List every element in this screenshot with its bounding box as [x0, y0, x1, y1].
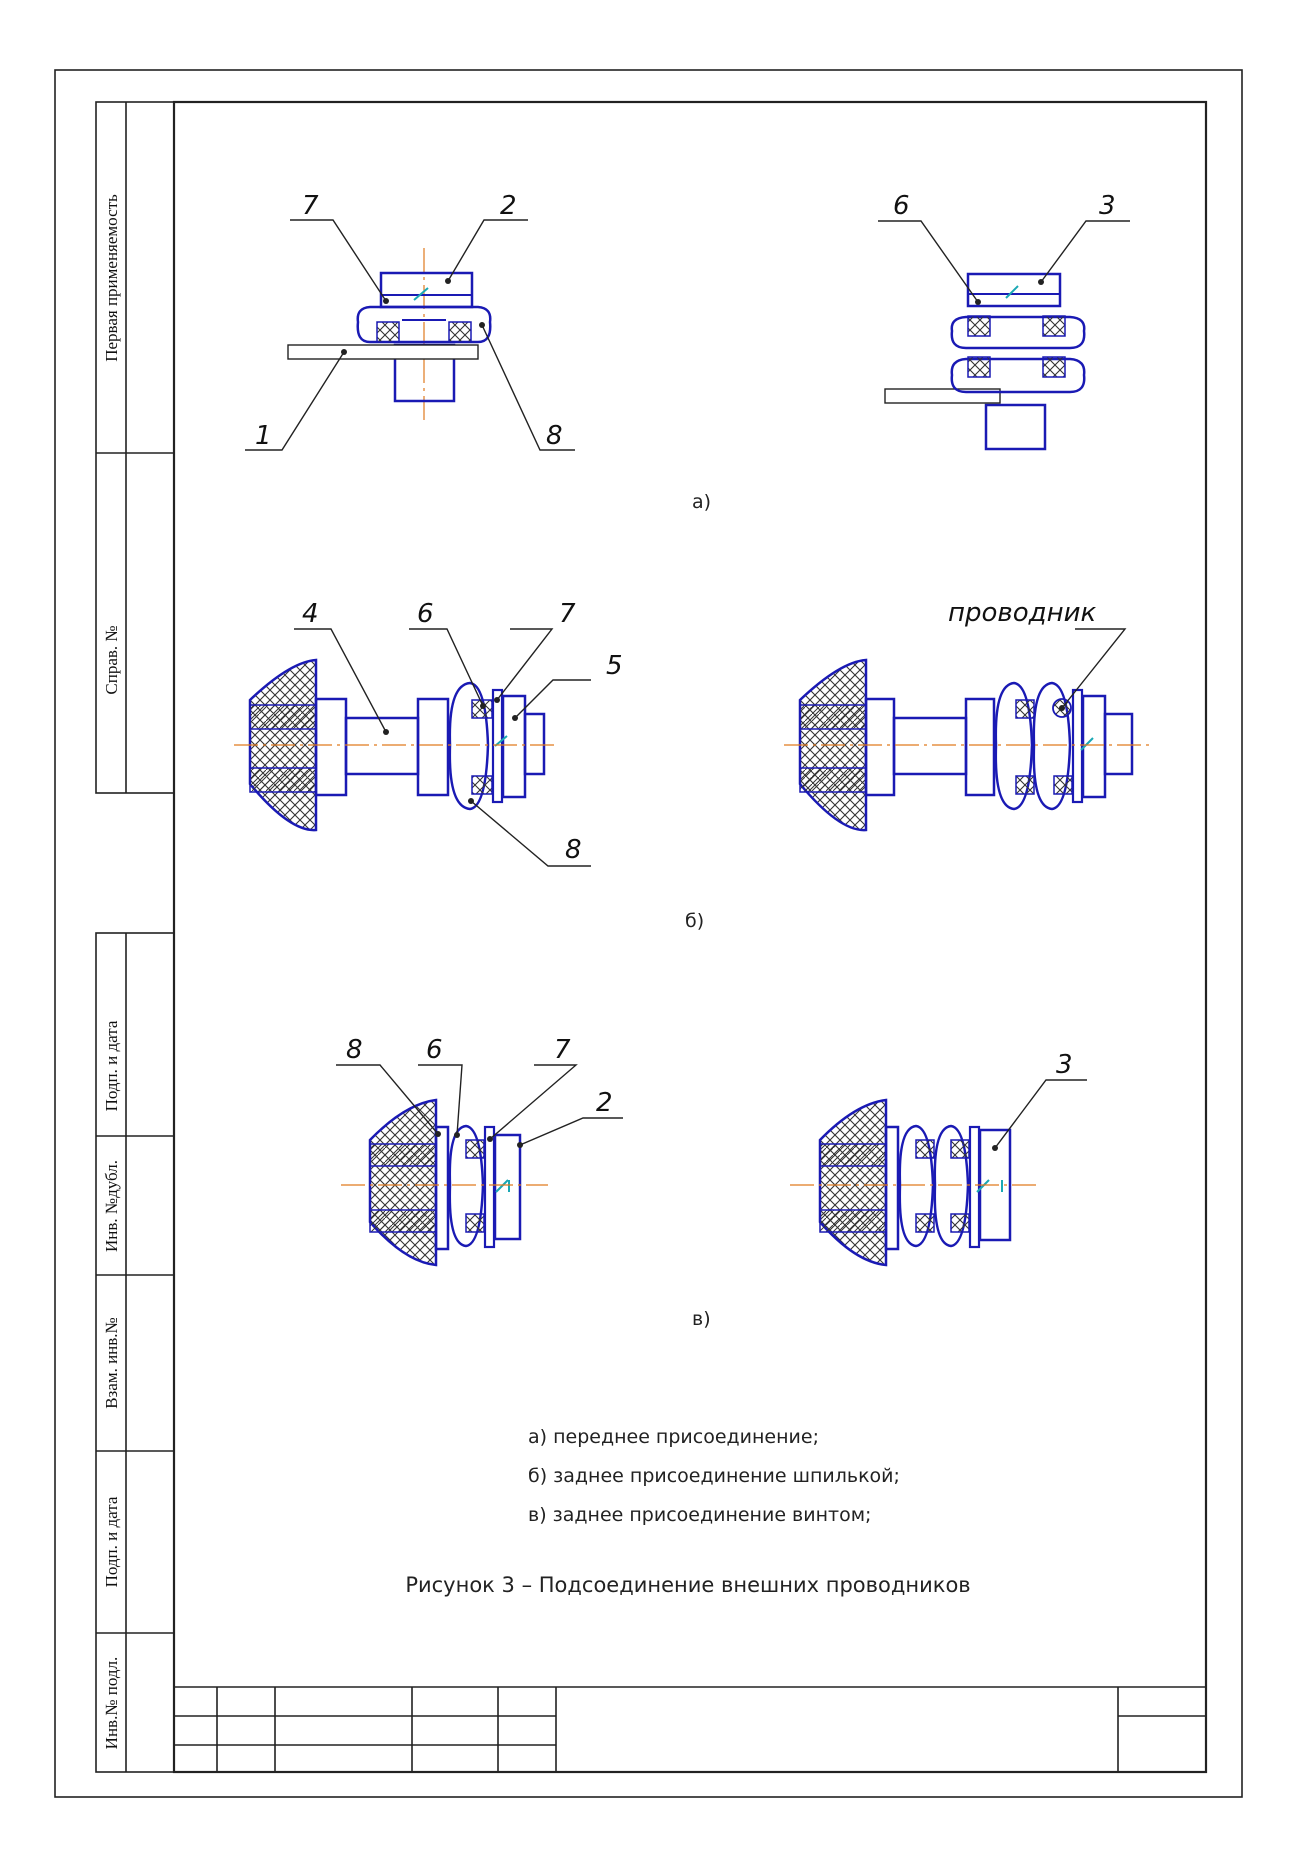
callout-a-6: 6 [893, 191, 910, 221]
stamp-sign-date-1: Подп. и дата [102, 1020, 121, 1111]
stamp-primary-use: Первая применяемость [102, 194, 121, 362]
callout-c-6: 6 [426, 1035, 443, 1065]
legend-item-c: в) заднее присоединение винтом; [528, 1504, 871, 1526]
stamp-sign-date-2: Подп. и дата [102, 1496, 121, 1587]
figure-caption: Рисунок 3 – Подсоединение внешних провод… [405, 1573, 970, 1597]
callout-a-1: 1 [255, 421, 272, 451]
callout-a-7: 7 [302, 191, 319, 221]
stamp-orig-inv-no: Инв.№ подл. [102, 1657, 121, 1750]
callout-b-8: 8 [565, 835, 582, 865]
callout-a-8: 8 [546, 421, 563, 451]
callout-c-8: 8 [346, 1035, 363, 1065]
sub-label-a: а) [692, 491, 711, 513]
callout-b-6: 6 [417, 599, 434, 629]
figure-b-left [234, 628, 591, 867]
callout-c-2: 2 [596, 1088, 613, 1118]
callout-b-7: 7 [559, 599, 576, 629]
callout-a-2: 2 [500, 191, 517, 221]
callout-c-3: 3 [1056, 1050, 1073, 1080]
callout-a-3: 3 [1099, 191, 1116, 221]
side-stamp [95, 101, 175, 1773]
legend-item-b: б) заднее присоединение шпилькой; [528, 1465, 900, 1487]
callout-b-conductor: проводник [948, 598, 1097, 628]
legend-item-a: а) переднее присоединение; [528, 1426, 819, 1448]
callout-b-4: 4 [302, 599, 319, 629]
figure-c-right [790, 1079, 1087, 1267]
stamp-dup-inv-no: Инв. №дубл. [102, 1160, 121, 1252]
sub-label-b: б) [685, 910, 704, 932]
figure-c-left [336, 1064, 623, 1267]
callout-c-7: 7 [554, 1035, 571, 1065]
title-block [174, 1686, 1206, 1772]
stamp-reference-no: Справ. № [102, 625, 121, 694]
callout-b-5: 5 [606, 651, 623, 681]
figure-a-left [245, 219, 575, 451]
sub-label-c: в) [692, 1308, 711, 1330]
figure-b-right [784, 628, 1154, 832]
figure-a-right [878, 220, 1130, 451]
stamp-replace-inv-no: Взам. инв.№ [102, 1317, 121, 1409]
